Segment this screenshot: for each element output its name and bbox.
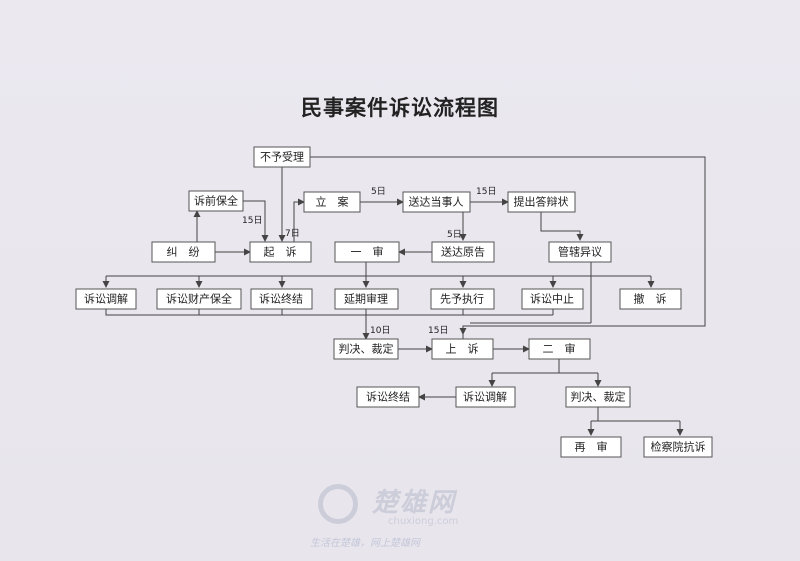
label-15-days-answer: 15日 (476, 186, 496, 197)
svg-text:起 诉: 起 诉 (264, 246, 297, 259)
svg-text:判决、裁定: 判决、裁定 (339, 342, 394, 356)
svg-text:送达当事人: 送达当事人 (409, 195, 464, 209)
watermark-domain: chuxiong.com (388, 516, 459, 527)
node-submit-answer: 提出答辩状 (507, 191, 576, 213)
node-mediation-1: 诉讼调解 (75, 288, 137, 310)
node-postponement: 延期审理 (334, 288, 399, 310)
node-serve-parties: 送达当事人 (402, 191, 471, 213)
label-7-days: 7日 (285, 228, 300, 239)
edge-lower-bus (105, 309, 553, 316)
svg-text:再 审: 再 审 (575, 440, 608, 454)
edge-sue-to-filing (293, 198, 305, 242)
svg-text:判决、裁定: 判决、裁定 (571, 390, 626, 404)
label-5-days-plaintiff: 5日 (447, 229, 462, 240)
node-dispute: 纠 纷 (151, 241, 216, 263)
svg-text:诉讼财产保全: 诉讼财产保全 (166, 292, 232, 306)
edge-preservation-to-sue (243, 200, 269, 242)
node-filing: 立 案 (303, 191, 361, 213)
node-jurisdiction-objection: 管辖异议 (548, 241, 612, 263)
label-10-days: 10日 (370, 325, 390, 336)
svg-text:纠 纷: 纠 纷 (167, 246, 200, 259)
svg-text:送达原告: 送达原告 (441, 245, 485, 259)
node-second-instance: 二 审 (528, 338, 591, 360)
watermark-name: 楚雄网 (372, 488, 457, 518)
svg-text:上 诉: 上 诉 (446, 343, 479, 356)
svg-text:一 审: 一 审 (351, 245, 384, 259)
edge-answer-to-objection (540, 212, 584, 241)
svg-text:立 案: 立 案 (316, 195, 349, 209)
svg-text:延期审理: 延期审理 (344, 292, 388, 306)
watermark: 楚雄网 chuxiong.com 生活在楚雄，网上楚雄网 (300, 478, 530, 558)
node-withdraw: 撤 诉 (619, 288, 682, 310)
svg-text:撤 诉: 撤 诉 (634, 292, 667, 306)
svg-text:管辖异议: 管辖异议 (558, 245, 602, 259)
node-judgment-2: 判决、裁定 (565, 386, 631, 408)
watermark-logo-icon (318, 484, 358, 524)
node-advance-execution: 先予执行 (430, 288, 495, 310)
label-15-days-appeal: 15日 (428, 325, 448, 336)
svg-text:诉讼终结: 诉讼终结 (259, 292, 303, 306)
svg-text:诉前保全: 诉前保全 (194, 194, 238, 208)
label-15-days-preservation: 15日 (242, 215, 262, 226)
svg-text:不予受理: 不予受理 (260, 151, 304, 164)
node-mediation-2: 诉讼调解 (455, 386, 516, 408)
diagram-title: 民事案件诉讼流程图 (301, 96, 499, 120)
svg-text:二 审: 二 审 (543, 342, 576, 356)
svg-text:先予执行: 先予执行 (440, 292, 484, 306)
svg-text:诉讼中止: 诉讼中止 (530, 293, 574, 306)
svg-text:诉讼调解: 诉讼调解 (463, 390, 507, 404)
node-pre-suit-preservation: 诉前保全 (188, 190, 244, 212)
node-procuratorate-protest: 检察院抗诉 (643, 436, 713, 458)
watermark-slogan: 生活在楚雄，网上楚雄网 (310, 538, 420, 549)
node-first-instance: 一 审 (334, 241, 400, 263)
svg-text:诉讼调解: 诉讼调解 (84, 292, 128, 306)
node-sue: 起 诉 (249, 241, 312, 263)
node-termination-1: 诉讼终结 (250, 288, 313, 310)
svg-text:提出答辩状: 提出答辩状 (514, 195, 569, 209)
node-suspension: 诉讼中止 (521, 288, 584, 310)
svg-text:检察院抗诉: 检察院抗诉 (651, 440, 706, 454)
svg-text:诉讼终结: 诉讼终结 (366, 390, 410, 404)
node-judgment-1: 判决、裁定 (333, 338, 399, 360)
node-reject: 不予受理 (253, 146, 311, 168)
node-retrial: 再 审 (560, 436, 622, 458)
node-appeal: 上 诉 (431, 338, 494, 360)
node-property-preservation: 诉讼财产保全 (156, 288, 242, 310)
node-serve-plaintiff: 送达原告 (431, 241, 495, 263)
label-5-days-filing: 5日 (371, 186, 386, 197)
node-termination-2: 诉讼终结 (356, 386, 420, 408)
